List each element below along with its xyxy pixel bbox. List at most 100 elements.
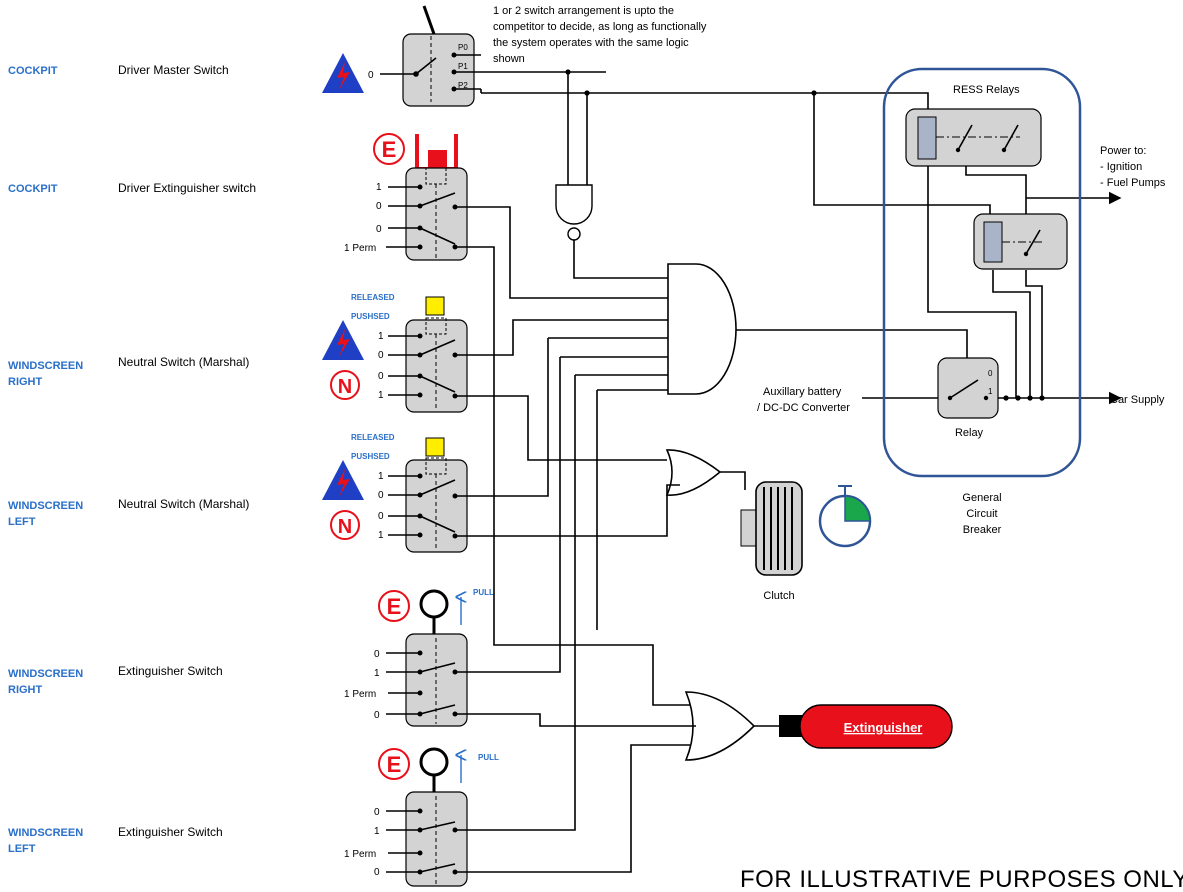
power-to-label: Power to: <box>1100 145 1146 157</box>
switch-position-label: 1 Perm <box>344 849 376 860</box>
extinguisher-symbol-icon: E <box>378 748 410 780</box>
row-description: Neutral Switch (Marshal) <box>118 355 249 369</box>
extinguisher-label: Extinguisher <box>844 720 923 735</box>
switch-position-label: 0 <box>378 371 384 382</box>
neutral-symbol-icon: N <box>330 510 360 540</box>
switch-position-label: 0 <box>376 201 382 212</box>
wiring <box>455 69 1122 873</box>
row-location: LEFT <box>8 516 36 528</box>
switch-position-label: 1 <box>378 530 384 541</box>
arrangement-note: 1 or 2 switch arrangement is upto the co… <box>493 5 707 65</box>
main-relay: 0 1 Relay <box>937 357 999 439</box>
power-to-label: - Fuel Pumps <box>1100 177 1166 189</box>
state-label: PUSHSED <box>351 452 390 461</box>
row-location: WINDSCREEN <box>8 827 83 839</box>
gcb-label: Breaker <box>963 524 1002 536</box>
relay-label: Relay <box>955 427 984 439</box>
or-gate-clutch <box>665 449 722 496</box>
row-description: Extinguisher Switch <box>118 664 223 678</box>
pull-label: PULL <box>478 753 499 762</box>
row-location: LEFT <box>8 843 36 855</box>
switch-position-label: P2 <box>458 81 468 90</box>
row-description: Driver Master Switch <box>118 63 229 77</box>
switch-position-label: 1 <box>378 390 384 401</box>
relay-position-label: 0 <box>988 369 993 378</box>
icon-letter: E <box>382 137 397 162</box>
switch-position-label: 1 <box>376 182 382 193</box>
neutral-symbol-icon: N <box>330 370 360 400</box>
switch-position-label: 0 <box>368 70 374 81</box>
electrical-warning-icon <box>322 460 364 500</box>
note-line: shown <box>493 53 525 65</box>
switch-position-label: P0 <box>458 43 468 52</box>
electrical-warning-icon <box>322 320 364 360</box>
switch-position-label: 0 <box>378 511 384 522</box>
timer-icon <box>818 485 872 548</box>
row-description: Extinguisher Switch <box>118 825 223 839</box>
switch-position-label: 1 Perm <box>344 689 376 700</box>
row-location: COCKPIT <box>8 183 58 195</box>
electrical-warning-icon <box>322 53 364 93</box>
extinguisher-symbol-icon: E <box>378 590 410 622</box>
switch-position-label: 1 <box>374 826 380 837</box>
master-switch: 0 P0 P1 P2 <box>368 5 606 107</box>
neutral-switch-left: RELEASED PUSHSED 1 0 0 1 <box>351 433 468 553</box>
row-description: Driver Extinguisher switch <box>118 181 256 195</box>
row-location: COCKPIT <box>8 65 58 77</box>
switch-position-label: 0 <box>378 350 384 361</box>
state-label: RELEASED <box>351 293 395 302</box>
illustrative-caption: FOR ILLUSTRATIVE PURPOSES ONLY <box>740 866 1183 892</box>
note-line: 1 or 2 switch arrangement is upto the <box>493 5 674 17</box>
row-location: RIGHT <box>8 376 43 388</box>
row-location: RIGHT <box>8 684 43 696</box>
aux-battery-label: / DC-DC Converter <box>757 402 850 414</box>
ress-relays: RESS Relays <box>905 84 1042 167</box>
icon-letter: E <box>387 752 402 777</box>
general-circuit-breaker: General Circuit Breaker <box>882 67 1082 536</box>
icon-letter: E <box>387 594 402 619</box>
power-to-label: - Ignition <box>1100 161 1142 173</box>
switch-position-label: 1 <box>378 471 384 482</box>
extinguisher-switch-right: PULL 0 1 1 Perm 0 <box>344 588 494 727</box>
ress-relays-label: RESS Relays <box>953 84 1020 96</box>
note-line: competitor to decide, as long as functio… <box>493 21 707 33</box>
clutch-label: Clutch <box>763 590 794 602</box>
state-label: PUSHSED <box>351 312 390 321</box>
switch-position-label: 1 <box>378 331 384 342</box>
switch-position-label: 1 Perm <box>344 243 376 254</box>
car-supply-label: Car Supply <box>1110 394 1165 406</box>
and-gate <box>667 263 737 395</box>
neutral-switch-right: RELEASED PUSHSED 1 0 0 1 <box>351 293 468 413</box>
switch-position-label: P1 <box>458 62 468 71</box>
gcb-label: Circuit <box>966 508 997 520</box>
driver-extinguisher-switch: 1 0 0 1 Perm <box>344 134 468 261</box>
switch-position-label: 0 <box>374 867 380 878</box>
or-gate-extinguisher <box>684 691 756 761</box>
icon-letter: N <box>338 376 352 398</box>
switch-position-label: 1 <box>374 668 380 679</box>
nand-gate <box>555 184 593 241</box>
aux-battery-label: Auxillary battery <box>763 386 842 398</box>
pull-label: PULL <box>473 588 494 597</box>
relay-position-label: 1 <box>988 387 993 396</box>
row-labels: COCKPIT Driver Master Switch COCKPIT Dri… <box>8 63 256 855</box>
switch-position-label: 0 <box>378 490 384 501</box>
switch-position-label: 0 <box>376 224 382 235</box>
row-location: WINDSCREEN <box>8 360 83 372</box>
note-line: the system operates with the same logic <box>493 37 689 49</box>
icon-letter: N <box>338 516 352 538</box>
switch-position-label: 0 <box>374 649 380 660</box>
gcb-label: General <box>962 492 1001 504</box>
row-location: WINDSCREEN <box>8 500 83 512</box>
power-relay <box>973 213 1068 270</box>
extinguisher-bottle: Extinguisher <box>779 704 953 749</box>
row-location: WINDSCREEN <box>8 668 83 680</box>
row-description: Neutral Switch (Marshal) <box>118 497 249 511</box>
clutch-actuator: Clutch <box>740 481 803 602</box>
extinguisher-symbol-icon: E <box>373 133 405 165</box>
state-label: RELEASED <box>351 433 395 442</box>
extinguisher-switch-left: PULL 0 1 1 Perm 0 <box>344 747 499 887</box>
switch-position-label: 0 <box>374 807 380 818</box>
switch-position-label: 0 <box>374 710 380 721</box>
